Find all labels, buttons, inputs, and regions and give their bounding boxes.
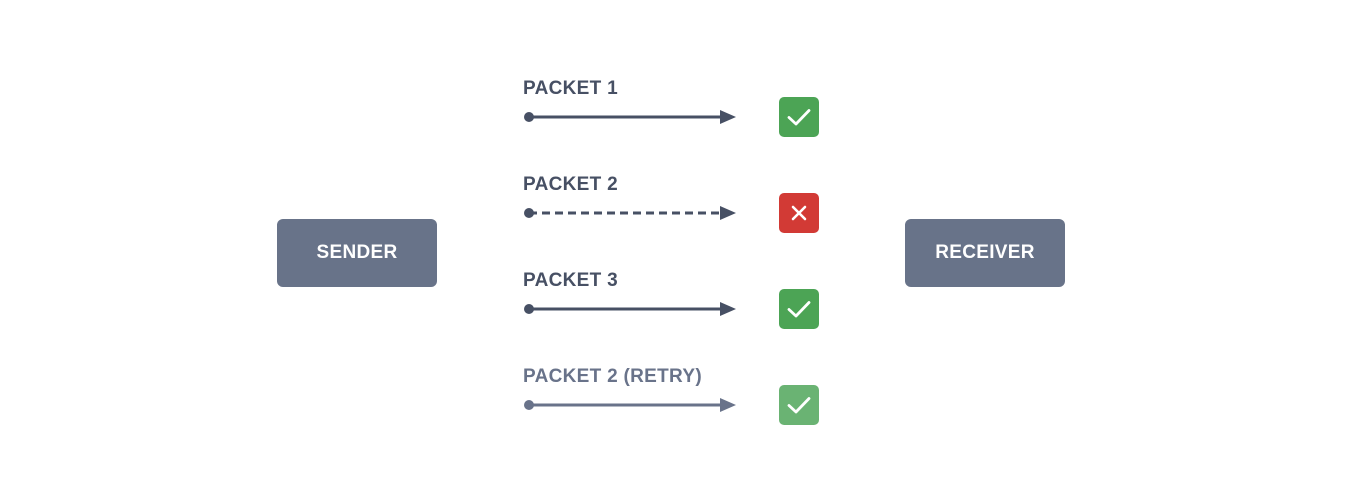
packet-delivered-badge: [779, 385, 819, 425]
check-icon: [787, 397, 811, 414]
arrow-head: [720, 110, 736, 124]
packet-label: PACKET 1: [523, 78, 618, 99]
check-icon: [787, 301, 811, 318]
arrow-head: [720, 206, 736, 220]
arrow-head: [720, 398, 736, 412]
x-icon: [791, 205, 807, 221]
solid-arrow: [524, 398, 736, 412]
solid-arrow: [524, 302, 736, 316]
check-icon: [787, 109, 811, 126]
receiver-label: RECEIVER: [935, 242, 1035, 263]
packet-label: PACKET 2: [523, 174, 618, 195]
sender-label: SENDER: [316, 242, 398, 263]
receiver-node: RECEIVER: [905, 219, 1065, 287]
packet-delivered-badge: [779, 289, 819, 329]
dashed-arrow: [524, 206, 736, 220]
arrow-head: [720, 302, 736, 316]
sender-node: SENDER: [277, 219, 437, 287]
solid-arrow: [524, 110, 736, 124]
packet-lost-badge: [779, 193, 819, 233]
packet-label: PACKET 3: [523, 270, 618, 291]
packet-delivered-badge: [779, 97, 819, 137]
packet-label: PACKET 2 (RETRY): [523, 366, 702, 387]
